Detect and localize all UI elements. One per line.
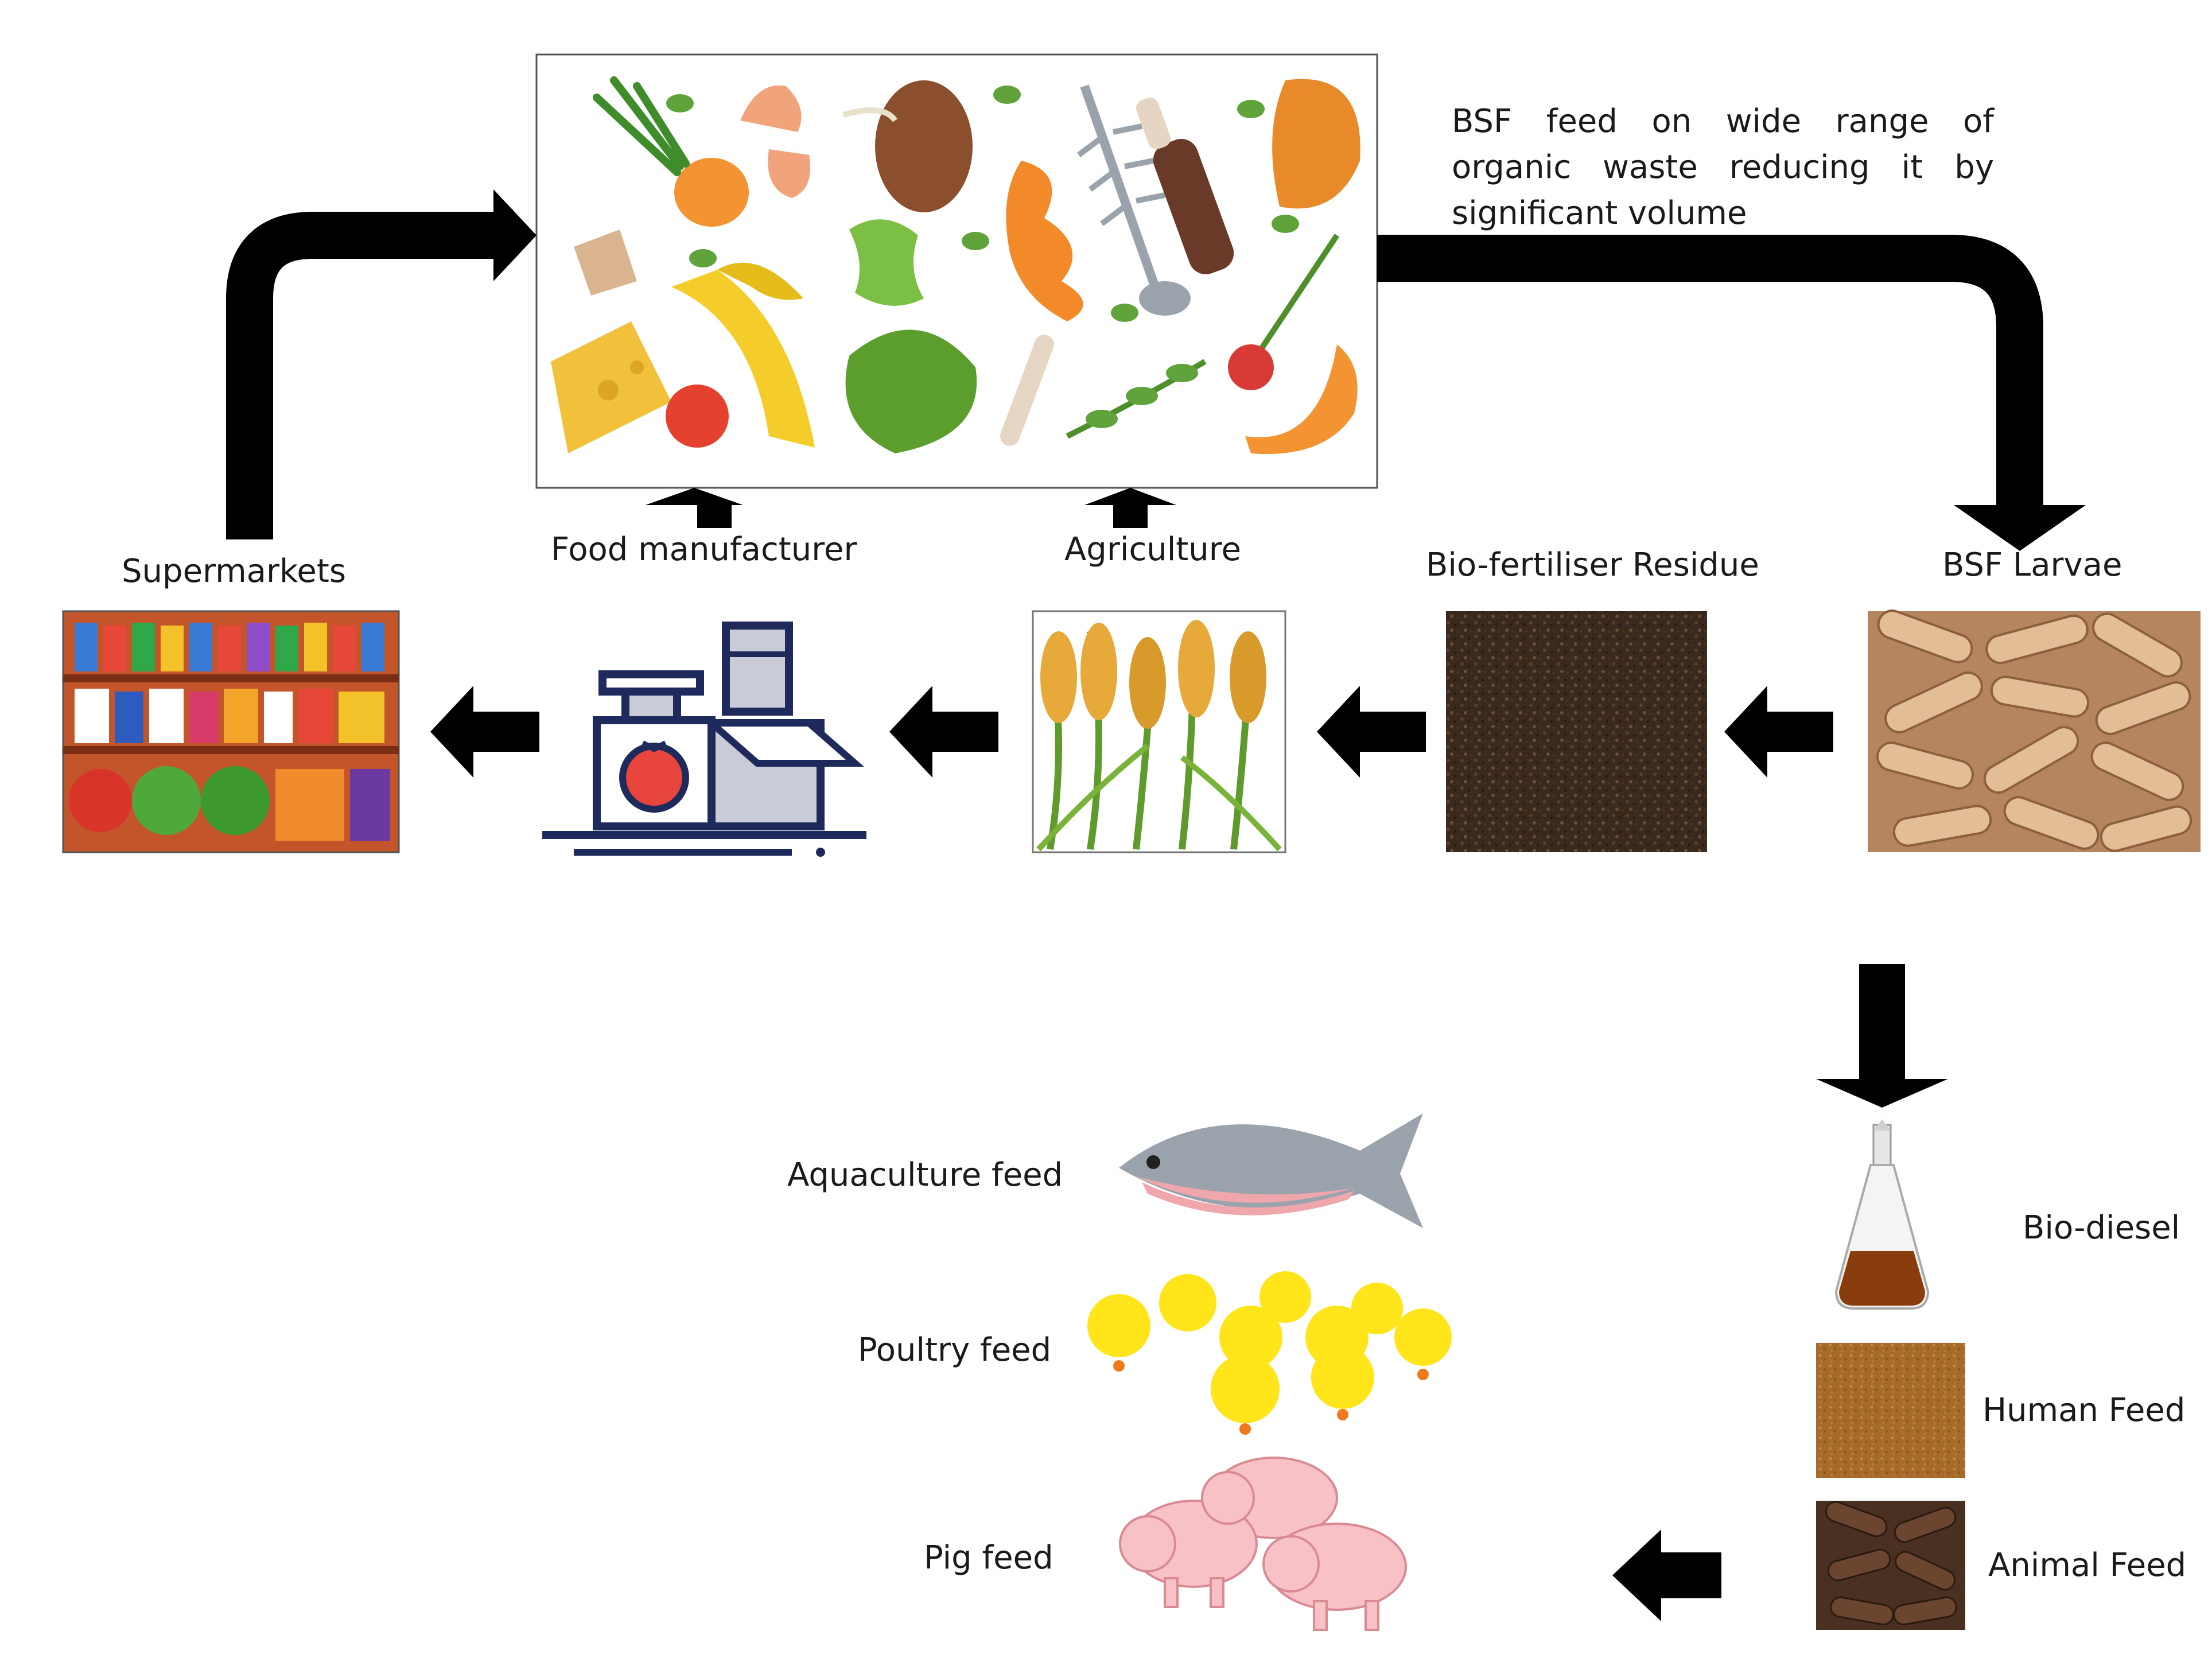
label-pig-feed: Pig feed: [924, 1539, 1053, 1576]
human-feed-meal-image: [1816, 1343, 1965, 1478]
label-supermarkets: Supermarkets: [122, 553, 346, 590]
supermarket-shelves-image: [62, 610, 400, 853]
banana-icon: [671, 262, 815, 448]
bio-fertiliser-image: [1446, 611, 1707, 852]
potato-icon: [842, 80, 973, 212]
salmon-fish-image: [1119, 1113, 1423, 1228]
food-waste-panel: [535, 53, 1378, 489]
label-bio-fertiliser-residue: Bio-fertiliser Residue: [1426, 546, 1759, 584]
carrot-icon: [593, 76, 749, 227]
arrow-larvae-to-products: [1816, 964, 1948, 1108]
arrow-fertiliser-to-agriculture: [1317, 686, 1426, 778]
lettuce-icon: [845, 329, 977, 453]
herb-sprig-icon: [1066, 359, 1207, 439]
label-bsf-larvae: BSF Larvae: [1942, 546, 2122, 584]
apple-core-icon: [849, 219, 924, 306]
chicks-image: [1087, 1271, 1452, 1435]
label-animal-feed: Animal Feed: [1988, 1547, 2187, 1584]
label-human-feed: Human Feed: [1982, 1392, 2186, 1429]
arrow-food-manufacturer-up: [646, 488, 743, 528]
melon-rind-icon: [1245, 344, 1358, 455]
bone-icon: [1000, 335, 1054, 446]
pigs-image: [1119, 1457, 1407, 1631]
label-food-manufacturer: Food manufacturer: [551, 531, 857, 568]
arrow-waste-to-larvae: [1377, 235, 2086, 551]
fishbone-icon: [1077, 84, 1191, 316]
steak-icon: [1136, 98, 1234, 274]
label-aquaculture-feed: Aquaculture feed: [787, 1156, 1063, 1194]
bio-diesel-flask-image: [1834, 1119, 1930, 1310]
label-bio-diesel: Bio-diesel: [2023, 1209, 2180, 1246]
arrow-products-to-feeds: [1612, 1529, 1721, 1621]
label-agriculture: Agriculture: [1064, 531, 1241, 568]
bread-icon: [1272, 79, 1360, 209]
tomato-scrap-icon: [666, 385, 729, 448]
animal-feed-dried-larvae-image: [1816, 1501, 1965, 1630]
bsf-larvae-image: [1868, 609, 2201, 852]
bsf-caption: BSF feed on wide range of organic waste …: [1452, 103, 1994, 232]
cheese-icon: [551, 321, 671, 453]
orange-peel-icon: [1006, 161, 1083, 321]
food-factory-icon: [542, 622, 866, 857]
leaf-icon: [666, 86, 1299, 322]
eggshell-icon: [740, 85, 810, 198]
arrow-supermarkets-to-waste: [226, 189, 537, 539]
rice-field-image: [1032, 610, 1286, 853]
arrow-factory-to-supermarkets: [430, 686, 539, 778]
label-poultry-feed: Poultry feed: [858, 1331, 1052, 1369]
teabag-icon: [574, 230, 637, 296]
arrow-larvae-to-fertiliser: [1724, 686, 1833, 778]
arrow-agriculture-to-factory: [889, 686, 998, 778]
flower-icon: [1228, 234, 1340, 390]
arrow-agriculture-up: [1084, 488, 1176, 528]
